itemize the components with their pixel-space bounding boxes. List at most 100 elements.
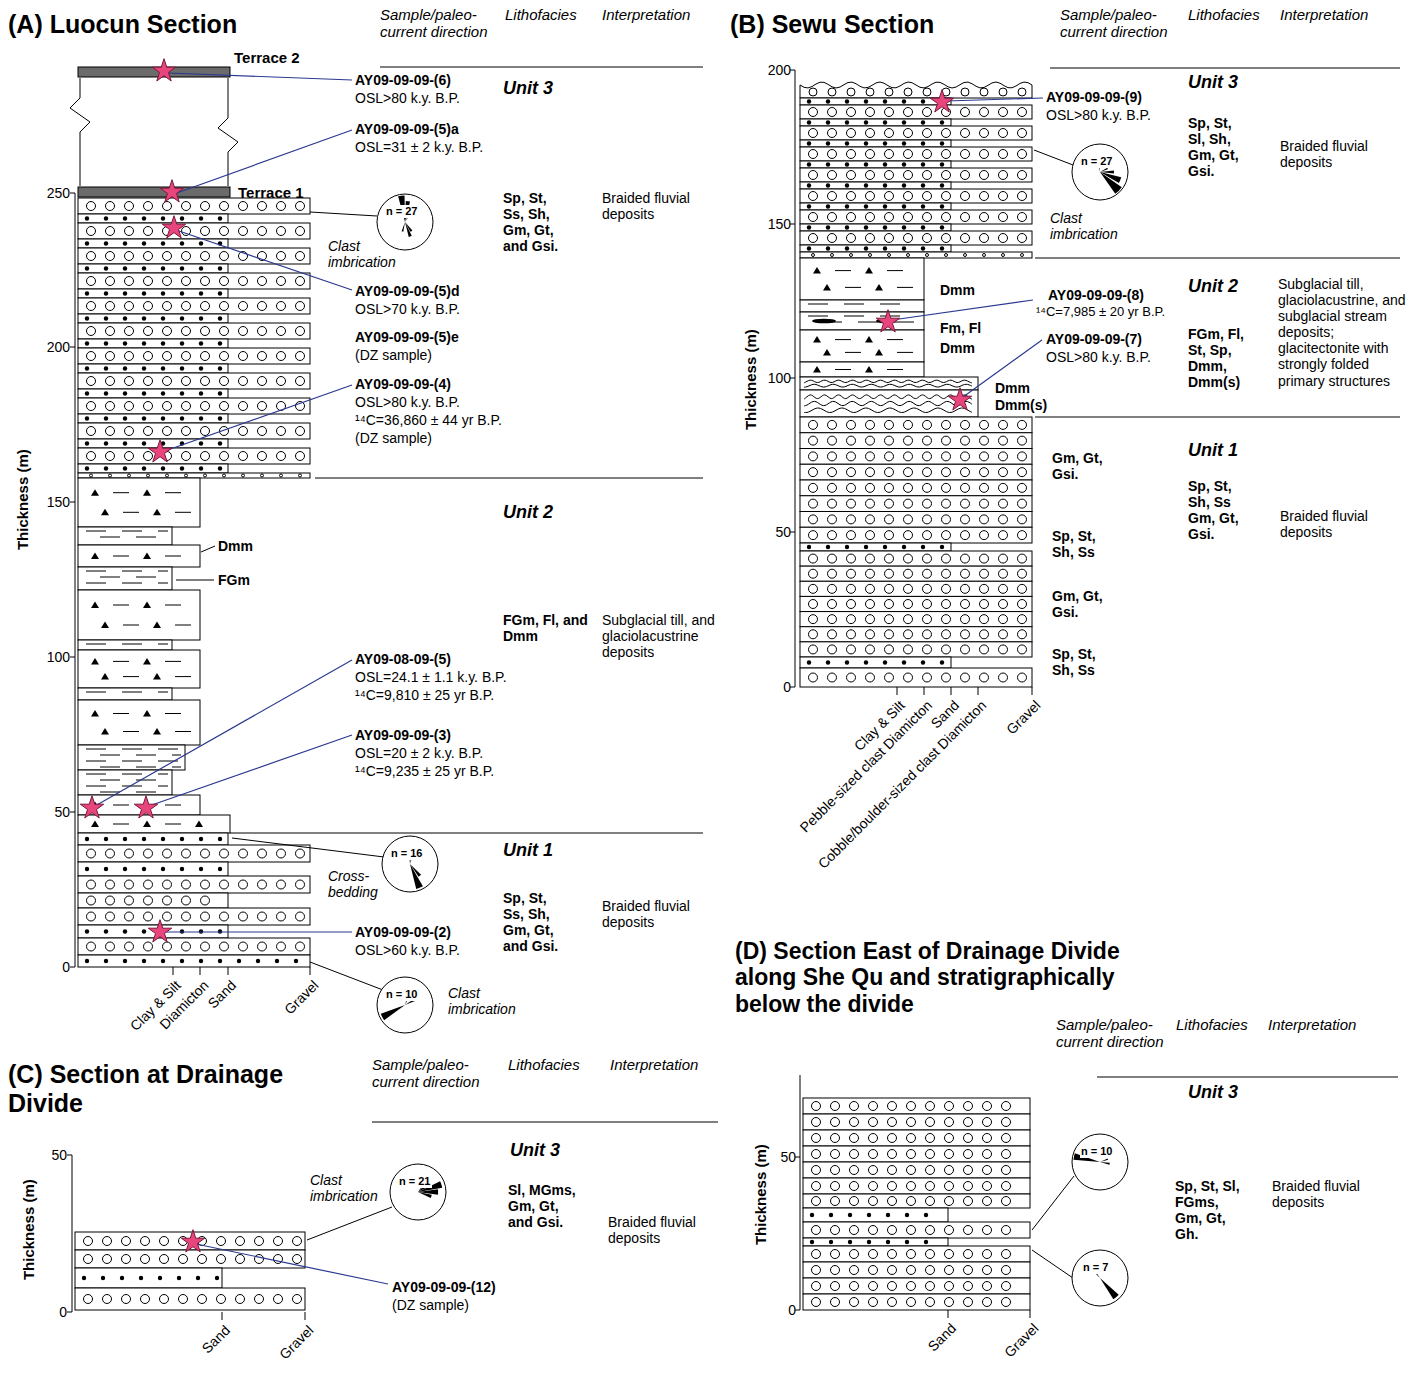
sample-note: (DZ sample) <box>392 1297 469 1313</box>
sample-id: AY09-09-09-(2) <box>355 924 451 940</box>
sand-grain <box>104 316 108 320</box>
gravel-clast <box>163 252 172 261</box>
gravel-clast <box>277 912 286 921</box>
lamination <box>165 605 181 606</box>
sand-grain <box>845 660 849 664</box>
lamination <box>100 767 120 768</box>
gravel-clast <box>179 1255 188 1264</box>
gravel-bed <box>78 876 310 893</box>
gravel-clast <box>980 129 989 138</box>
sand-grain <box>940 183 944 187</box>
bed-outline <box>800 182 951 189</box>
sand-grain <box>864 246 868 250</box>
column-header: Lithofacies <box>508 1056 580 1073</box>
sample-star <box>162 216 185 238</box>
leader-line <box>310 962 383 990</box>
gravel-clast <box>239 277 248 286</box>
gravel-clast <box>144 849 153 858</box>
gravel-clast <box>847 600 856 609</box>
sand-bed <box>78 289 228 298</box>
gravel-clast <box>999 600 1008 609</box>
sand-grain <box>902 246 906 250</box>
gravel-clast <box>296 327 305 336</box>
gravel-clast <box>942 234 951 243</box>
section-title: (B) Sewu Section <box>730 10 934 39</box>
gravel-clast <box>866 452 875 461</box>
gravel-clast <box>1002 254 1005 257</box>
gravel-clast <box>828 420 837 429</box>
sample-age: OSL=20 ± 2 k.y. B.P. <box>355 745 483 761</box>
gravel-clast <box>888 1250 897 1259</box>
sand-bed <box>78 862 228 876</box>
axis-tick-label: 200 <box>768 62 791 78</box>
gravel-clast <box>831 1197 840 1206</box>
bed-outline <box>800 330 924 362</box>
gravel-clast <box>84 1295 93 1304</box>
gravel-clast <box>923 615 932 624</box>
sand-grain <box>82 1276 86 1280</box>
sand-grain <box>864 545 868 549</box>
sand-grain <box>85 959 89 963</box>
bed-outline <box>800 258 924 300</box>
diamicton-clast <box>153 622 161 629</box>
unit-label: Unit 3 <box>1188 72 1238 93</box>
gravel-clast <box>239 202 248 211</box>
gravel-clast <box>258 377 267 386</box>
gravel-clast <box>907 1134 916 1143</box>
sand-bed <box>78 955 310 967</box>
axis-line <box>75 193 76 967</box>
gravel-clast <box>182 427 191 436</box>
gravel-clast <box>923 234 932 243</box>
rose-petal <box>1100 1158 1108 1162</box>
leader-line <box>1032 1250 1073 1278</box>
gravel-clast <box>831 1134 840 1143</box>
bed-outline <box>78 938 310 955</box>
gravel-clast <box>84 1255 93 1264</box>
lamination <box>113 824 129 825</box>
bed-outline <box>78 845 310 862</box>
gravel-clast <box>296 912 305 921</box>
sand-bed <box>800 140 951 147</box>
grain-size-tick <box>305 1312 306 1320</box>
gravel-clast <box>1018 420 1027 429</box>
gravel-clast <box>87 377 96 386</box>
axis-tick <box>70 812 75 813</box>
gravel-clast <box>809 436 818 445</box>
gravel-clast <box>109 474 112 477</box>
lamination <box>86 531 106 532</box>
gravel-clast <box>961 436 970 445</box>
gravel-clast <box>258 202 267 211</box>
gravel-bed <box>803 1162 1030 1178</box>
lamination <box>122 583 142 584</box>
axis-line <box>800 1075 801 1310</box>
lamination <box>123 625 139 626</box>
gravel-clast <box>1018 129 1027 138</box>
bed-outline <box>78 273 310 289</box>
gravel-clast <box>220 880 229 889</box>
gravel-clast <box>961 468 970 477</box>
gravel-clast <box>942 213 951 222</box>
gravel-clast <box>999 499 1008 508</box>
sand-grain <box>85 441 89 445</box>
diamicton-clast <box>823 284 831 291</box>
bed-outline <box>800 126 1032 140</box>
gravel-clast <box>277 277 286 286</box>
sand-bed <box>800 224 951 231</box>
gravel-clast <box>1018 515 1027 524</box>
bed-outline <box>78 323 310 339</box>
gravel-clast <box>866 234 875 243</box>
annotation: Cross- bedding <box>328 868 388 900</box>
rose-count: n = 10 <box>1080 1145 1114 1158</box>
gravel-clast <box>961 499 970 508</box>
section-break <box>218 78 238 186</box>
gravel-bed <box>800 189 1032 203</box>
diamicton-bed <box>800 330 924 362</box>
gravel-clast <box>182 302 191 311</box>
gravel-clast <box>106 452 115 461</box>
gravel-clast <box>926 1102 935 1111</box>
gravel-clast <box>907 1282 916 1291</box>
gravel-clast <box>125 880 134 889</box>
gravel-clast <box>999 213 1008 222</box>
gravel-clast <box>945 1166 954 1175</box>
bed-outline <box>800 231 1032 245</box>
